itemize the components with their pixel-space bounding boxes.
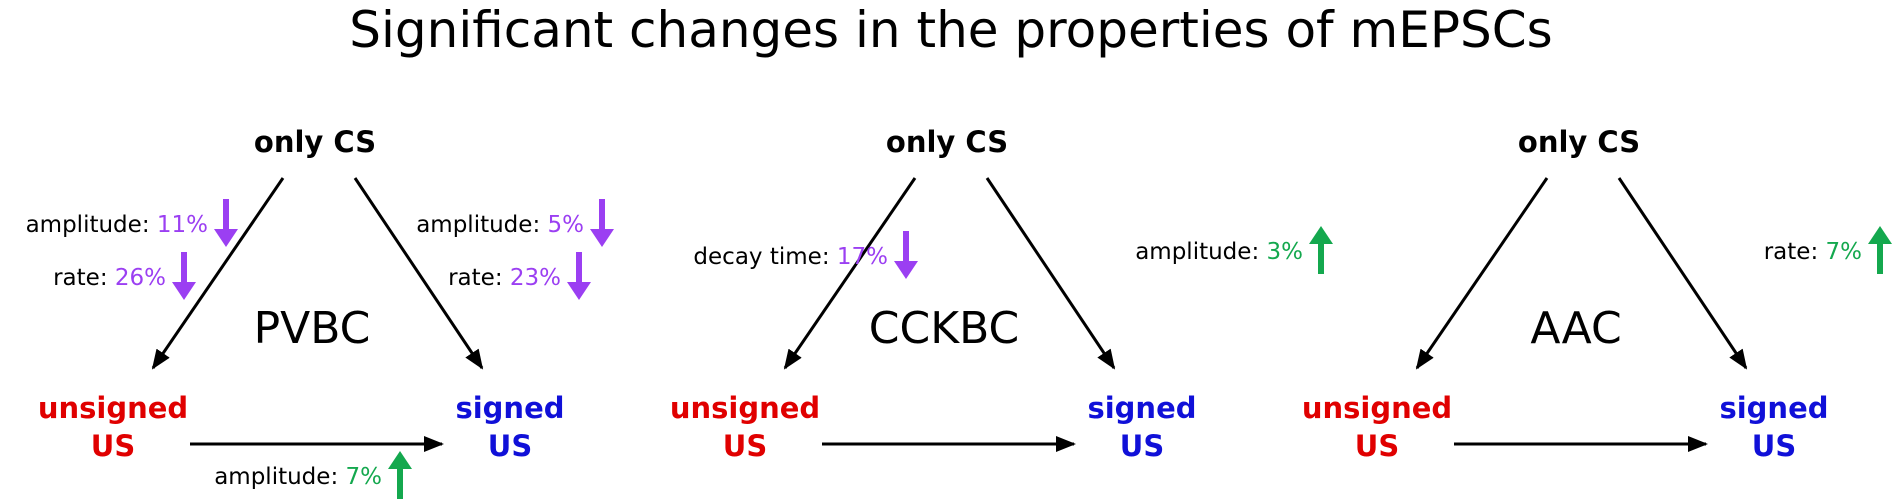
edge-arrow-cs-to-signed [1617,177,1748,370]
annotation-property: amplitude [214,464,330,490]
annotation-right-0: rate: 7% [1764,226,1892,274]
annotation-property: amplitude [1135,239,1251,265]
annotation-text: decay time: 17% [693,244,888,270]
annotation-separator: : [1251,239,1266,265]
increase-arrow-icon [1309,226,1333,274]
annotation-separator: : [330,464,345,490]
decrease-arrow-icon [567,252,591,300]
node-signed-us-line1: signed [1719,391,1828,425]
edge-arrow-cs-to-unsigned [783,177,917,370]
cell-type-label: AAC [1530,303,1621,354]
edge-arrow-cs-to-unsigned [1415,177,1549,370]
annotation-separator: : [1810,239,1825,265]
annotation-right-0: amplitude: 3% [1135,226,1333,274]
increase-arrow-icon [388,451,412,499]
annotation-property: amplitude [26,212,142,238]
annotation-property: amplitude [416,212,532,238]
annotation-property: rate [1764,239,1811,265]
annotation-value: 5% [548,212,585,238]
node-signed-us-line2: US [1120,429,1164,463]
node-signed-us-line2: US [1752,429,1796,463]
cell-type-label: PVBC [254,303,371,354]
figure-title: Significant changes in the properties of… [349,1,1553,59]
node-unsigned-us-line2: US [723,429,767,463]
node-unsigned-us-line2: US [1355,429,1399,463]
node-unsigned-us-line1: unsigned [38,391,188,425]
annotation-value: 7% [346,464,383,490]
annotation-value: 23% [510,265,561,291]
node-only-cs: only CS [1518,125,1640,159]
edge-arrow-cs-to-signed [985,177,1116,370]
node-unsigned-us-line2: US [91,429,135,463]
annotation-property: decay time [693,244,821,270]
decrease-arrow-icon [214,199,238,247]
annotation-text: amplitude: 7% [214,464,382,490]
decrease-arrow-icon [172,252,196,300]
annotation-text: amplitude: 5% [416,212,584,238]
annotation-separator: : [142,212,157,238]
node-unsigned-us-line1: unsigned [1302,391,1452,425]
node-unsigned-us-line1: unsigned [670,391,820,425]
annotation-value: 3% [1267,239,1304,265]
decrease-arrow-icon [590,199,614,247]
annotation-text: amplitude: 3% [1135,239,1303,265]
annotation-value: 17% [837,244,888,270]
annotation-value: 7% [1826,239,1863,265]
annotation-left-1: rate: 26% [53,252,196,300]
node-signed-us-line1: signed [1087,391,1196,425]
annotation-property: rate [448,265,495,291]
annotation-left-0: amplitude: 11% [26,199,238,247]
node-only-cs: only CS [254,125,376,159]
annotation-separator: : [532,212,547,238]
node-signed-us-line2: US [488,429,532,463]
edge-arrow-cs-to-signed [353,177,484,370]
node-signed-us-line1: signed [455,391,564,425]
annotation-value: 26% [115,265,166,291]
edge-arrow-cs-to-unsigned [151,177,285,370]
annotation-text: rate: 26% [53,265,166,291]
decrease-arrow-icon [894,231,918,279]
annotation-right-1: rate: 23% [448,252,591,300]
annotation-property: rate [53,265,100,291]
annotation-bottom-0: amplitude: 7% [214,451,412,499]
annotation-left-0: decay time: 17% [693,231,918,279]
annotation-text: rate: 7% [1764,239,1862,265]
annotation-text: amplitude: 11% [26,212,208,238]
increase-arrow-icon [1868,226,1892,274]
cell-type-label: CCKBC [869,303,1019,354]
node-only-cs: only CS [886,125,1008,159]
annotation-separator: : [822,244,837,270]
annotation-right-0: amplitude: 5% [416,199,614,247]
annotation-separator: : [100,265,115,291]
annotation-text: rate: 23% [448,265,561,291]
annotation-value: 11% [157,212,208,238]
annotation-separator: : [495,265,510,291]
